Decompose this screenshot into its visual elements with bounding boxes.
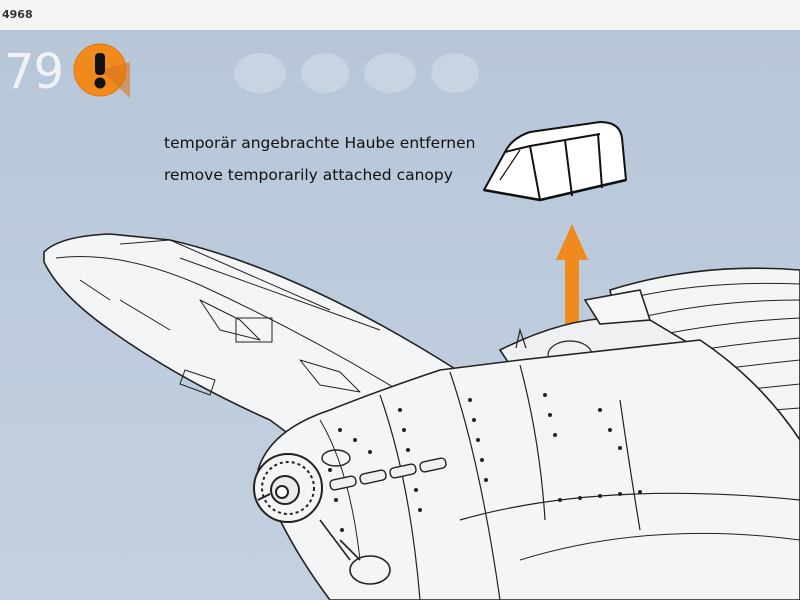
propeller-hub	[253, 453, 323, 523]
page-code: 4968	[2, 8, 33, 21]
fuselage-nose	[257, 339, 800, 600]
paper-header-strip: 4968	[0, 0, 800, 30]
exhaust-stubs	[321, 449, 447, 491]
instruction-english: remove temporarily attached canopy	[164, 166, 453, 184]
step-number: 79	[4, 44, 64, 100]
exclamation-warning-icon	[73, 43, 130, 98]
canopy-part-icon	[483, 121, 627, 202]
faint-logo-watermark	[234, 53, 479, 93]
rivet-pattern	[328, 393, 642, 532]
up-arrow-icon	[556, 224, 588, 332]
landing-gear	[319, 519, 391, 585]
instruction-german: temporär angebrachte Haube entfernen	[164, 134, 476, 152]
